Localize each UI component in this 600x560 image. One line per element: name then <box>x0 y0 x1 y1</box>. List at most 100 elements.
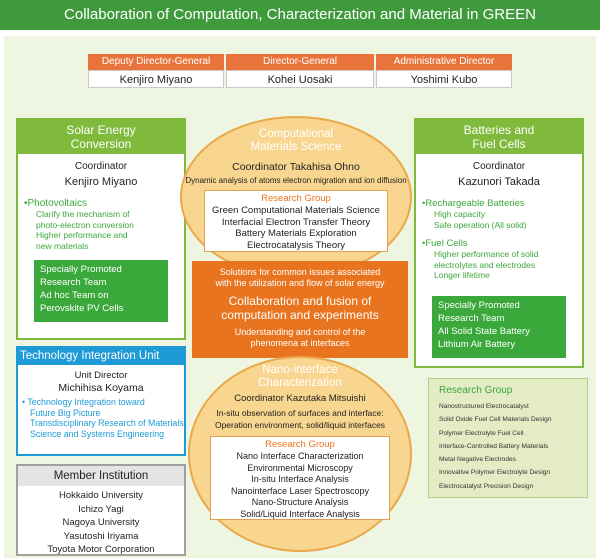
technology-integration-panel: Technology Integration Unit Unit Directo… <box>16 346 186 456</box>
tech-bullet2-cont: Science and Systems Engineering <box>30 428 164 439</box>
solar-team-line: Ad hoc Team on <box>40 290 109 301</box>
batteries-topic2: •Fuel Cells <box>422 238 468 249</box>
director-role: Director-General <box>226 54 374 70</box>
batteries-research-team-box: Specially Promoted Research Team All Sol… <box>432 296 566 358</box>
nano-rg-item: In-situ Interface Analysis <box>251 474 349 484</box>
member-institution-panel: Member Institution Hokkaido University I… <box>16 464 186 556</box>
computational-title-line2: Materials Science <box>250 141 342 153</box>
director-name: Kenjiro Miyano <box>88 70 224 88</box>
solar-title-line1: Solar Energy <box>66 123 136 137</box>
tech-panel-header: Technology Integration Unit <box>18 348 184 365</box>
center-main2: computation and experiments <box>221 308 379 322</box>
batteries-topic1: •Rechargeable Batteries <box>422 198 525 209</box>
solar-title-line2: Conversion <box>70 137 132 151</box>
computational-rg-item: Green Computational Materials Science <box>212 205 380 216</box>
batteries-team-line: Research Team <box>438 313 505 324</box>
solar-topic: •Photovoltaics <box>24 198 87 209</box>
member-item: Nagoya University <box>62 517 140 528</box>
tech-director-label: Unit Director <box>74 370 128 381</box>
computational-title-line1: Computational <box>258 128 334 140</box>
solar-detail-line: Clarify the mechanism of <box>36 209 130 219</box>
tech-bullets: • Technology Integration toward Future B… <box>22 397 184 439</box>
director-name: Yoshimi Kubo <box>376 70 512 88</box>
computational-description: Dynamic analysis of atoms electron migra… <box>185 176 407 185</box>
tech-director-name: Michihisa Koyama <box>58 382 144 394</box>
batteries-rg-item: Polymer Electrolyte Fuel Cell <box>439 429 524 437</box>
computational-coordinator: Coordinator Takahisa Ohno <box>232 161 360 173</box>
director-name: Kohei Uosaki <box>226 70 374 88</box>
member-item: Hokkaido University <box>59 490 143 501</box>
center-line4: phenomena at interfaces <box>250 338 350 348</box>
batteries-coordinator-name: Kazunori Takada <box>458 176 540 188</box>
center-line2: with the utilization and flow of solar e… <box>215 278 385 288</box>
batteries-topic1-details: High capacity Safe operation (All solid) <box>434 209 582 230</box>
batteries-detail-line: Higher performance of solid <box>434 249 539 259</box>
batteries-rg-item: Electrocatalyst Precision Design <box>439 482 534 490</box>
nano-research-group: Research Group Nano Interface Characteri… <box>210 436 390 520</box>
member-item: Yasutoshi Iriyama <box>63 530 139 542</box>
tech-bullet2: Transdisciplinary Research of Materials <box>30 418 184 428</box>
solar-detail-line: Higher performance and <box>36 230 128 240</box>
center-line1: Solutions for common issues associated <box>219 267 381 277</box>
nano-title-line1: Nano-interface <box>262 364 338 376</box>
nano-rg-item: Nano-Structure Analysis <box>251 497 349 507</box>
nano-rg-item: Nano Interface Characterization <box>236 451 364 461</box>
nano-rg-item: Environmental Microscopy <box>247 462 353 473</box>
batteries-detail-line: Longer lifetime <box>434 270 490 280</box>
solar-detail-line: photo-electron conversion <box>36 219 134 230</box>
batteries-research-group: Research Group Nanostructured Electrocat… <box>428 378 588 498</box>
solar-coordinator-label: Coordinator <box>74 161 128 172</box>
batteries-team-line: Lithium Air Battery <box>438 339 516 350</box>
batteries-topic2-details: Higher performance of solid electrolytes… <box>434 249 582 281</box>
batteries-title-line2: Fuel Cells <box>472 137 526 151</box>
nano-interface-title: Nano-interface Characterization <box>240 364 360 390</box>
batteries-rg-item: Innovative Polymer Electrolyte Design <box>439 469 551 477</box>
computational-rg-title: Research Group <box>261 193 331 204</box>
member-list: Hokkaido University Ichizo Yagi Nagoya U… <box>18 489 184 557</box>
solar-detail-line: new materials <box>36 240 89 251</box>
center-collaboration-box: Solutions for common issues associated w… <box>192 261 408 358</box>
nano-desc-line2: Operation environment, solid/liquid inte… <box>214 420 386 430</box>
batteries-rg-title: Research Group <box>439 385 513 396</box>
batteries-panel-header: Batteries and Fuel Cells <box>416 120 582 154</box>
batteries-rg-item: Solid Oxide Fuel Cell Materials Design <box>439 416 552 424</box>
batteries-detail-line: Safe operation (All solid) <box>434 219 527 230</box>
member-item: Toyota Motor Corporation <box>47 544 155 555</box>
computational-title: Computational Materials Science <box>230 128 362 154</box>
batteries-team-line: Specially Promoted <box>438 300 520 311</box>
member-item: Ichizo Yagi <box>78 503 124 515</box>
nano-rg-item: Solid/Liquid Interface Analysis <box>240 508 360 519</box>
tech-bullet1-cont: Future Big Picture <box>30 407 101 418</box>
solar-team-line: Perovskite PV Cells <box>40 303 124 314</box>
batteries-team-line: All Solid State Battery <box>438 326 530 337</box>
batteries-panel: Batteries and Fuel Cells Coordinator Kaz… <box>414 118 584 368</box>
computational-rg-list: Green Computational Materials Science In… <box>205 205 387 251</box>
batteries-detail-line: electrolytes and electrodes <box>434 259 536 270</box>
solar-energy-panel: Solar Energy Conversion Coordinator Kenj… <box>16 118 186 340</box>
tech-bullet1: • Technology Integration toward <box>22 397 145 407</box>
computational-research-group: Research Group Green Computational Mater… <box>204 190 388 252</box>
batteries-rg-item: Nanostructured Electrocatalyst <box>439 403 529 410</box>
nano-desc-line1: In-situ observation of surfaces and inte… <box>216 408 384 418</box>
solar-research-team-box: Specially Promoted Research Team Ad hoc … <box>34 260 168 322</box>
member-panel-header: Member Institution <box>18 466 184 486</box>
nano-description: In-situ observation of surfaces and inte… <box>192 407 408 431</box>
nano-title-line2: Characterization <box>258 377 342 389</box>
center-line3: Understanding and control of the <box>234 327 366 337</box>
nano-rg-title: Research Group <box>265 439 335 450</box>
computational-rg-item: Interfacial Electron Transfer Theory <box>221 216 371 228</box>
batteries-rg-item: Interface-Controlled Battery Materials <box>439 442 549 450</box>
nano-rg-item: Nanointerface Laser Spectroscopy <box>230 485 370 496</box>
computational-rg-item: Battery Materials Exploration <box>235 228 357 239</box>
batteries-detail-line: High capacity <box>434 209 486 219</box>
director-role: Administrative Director <box>376 54 512 70</box>
center-main1: Collaboration and fusion of <box>228 294 372 308</box>
solar-team-line: Specially Promoted <box>40 264 122 275</box>
page-title: Collaboration of Computation, Characteri… <box>0 0 600 30</box>
director-role: Deputy Director-General <box>88 54 224 70</box>
nano-coordinator: Coordinator Kazutaka Mitsuishi <box>234 393 366 404</box>
batteries-rg-list: Nanostructured Electrocatalyst Solid Oxi… <box>439 400 577 493</box>
batteries-coordinator-label: Coordinator <box>472 161 526 172</box>
computational-rg-item: Electrocatalysis Theory <box>246 239 346 251</box>
solar-topic-details: Clarify the mechanism of photo-electron … <box>36 209 184 251</box>
